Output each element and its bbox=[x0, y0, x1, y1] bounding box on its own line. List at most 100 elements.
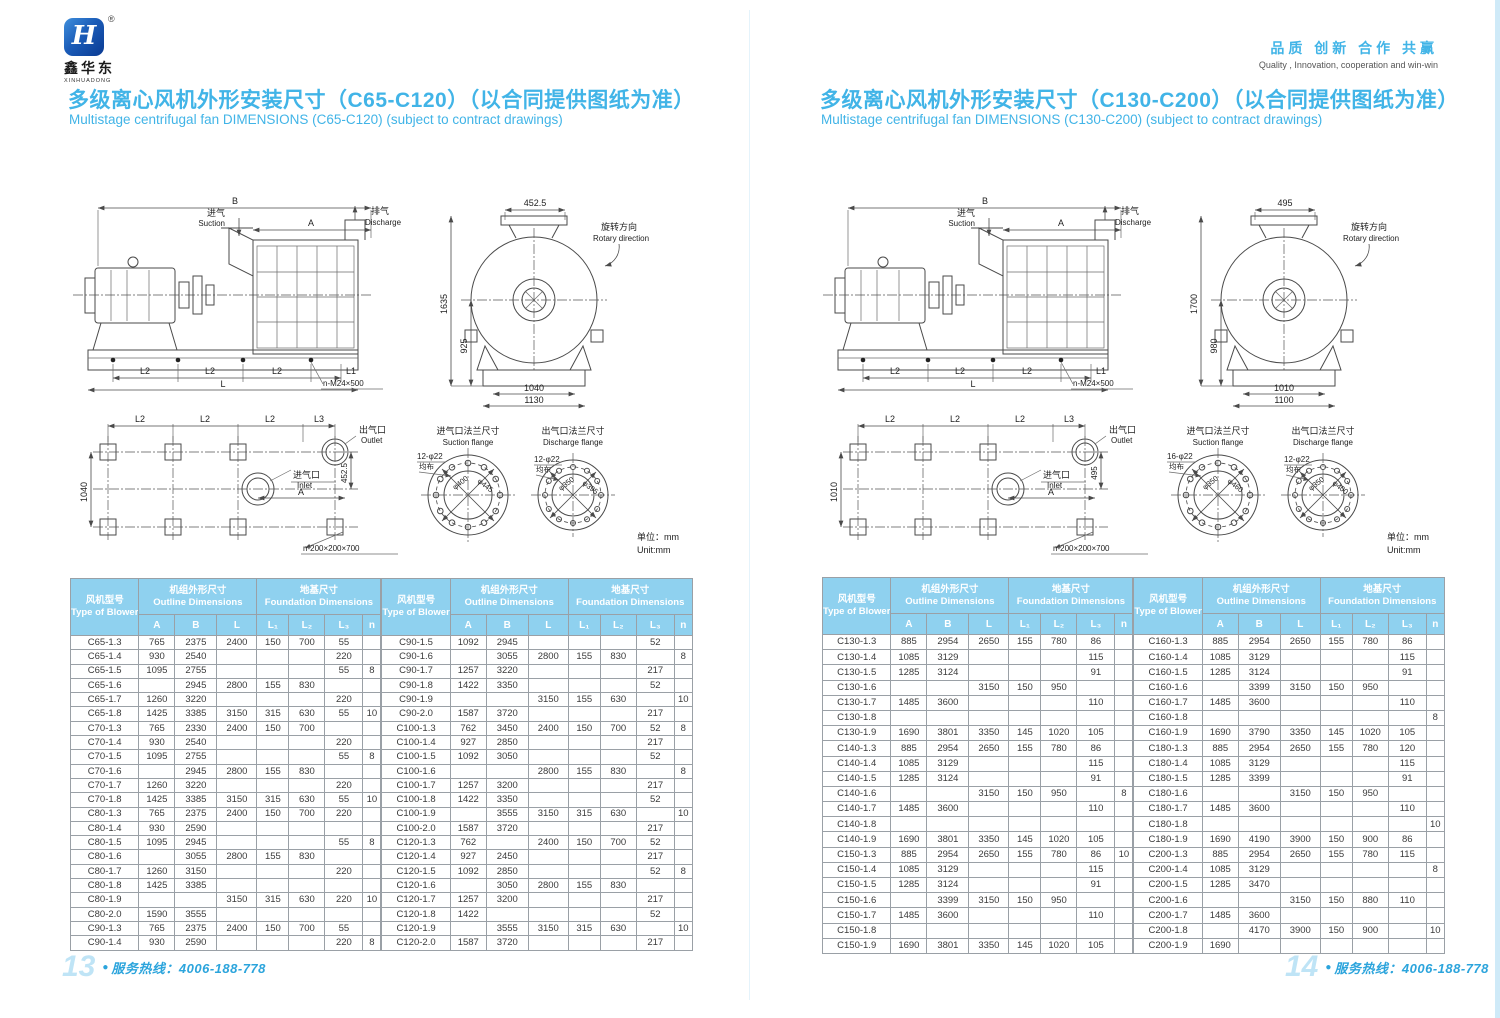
table-cell: C80-1.8 bbox=[69, 878, 140, 894]
table-cell: C200-1.8 bbox=[1133, 922, 1203, 939]
table-cell bbox=[1114, 861, 1134, 879]
table-cell: 3555 bbox=[174, 906, 218, 922]
table-cell bbox=[1114, 694, 1134, 711]
page-footer: 13 ● 服务热线：4006-188-778 bbox=[62, 952, 266, 982]
table-cell: 3790 bbox=[1237, 725, 1281, 742]
table-cell: 3600 bbox=[926, 907, 970, 924]
table-cell: 150 bbox=[256, 720, 290, 737]
table-cell bbox=[1319, 861, 1353, 879]
table-cell bbox=[527, 849, 569, 865]
table-cell: 3350 bbox=[968, 725, 1010, 742]
table-cell: 2540 bbox=[174, 735, 218, 751]
table-cell: 315 bbox=[256, 892, 290, 908]
table-cell: 120 bbox=[1387, 740, 1427, 757]
table-cell: 900 bbox=[1351, 922, 1389, 939]
table-cell bbox=[449, 806, 487, 822]
table-cell: 150 bbox=[1319, 679, 1353, 696]
table-cell bbox=[449, 763, 487, 779]
table-cell bbox=[256, 663, 290, 679]
table-cell: 1092 bbox=[449, 749, 487, 765]
table-cell: 3124 bbox=[926, 664, 970, 681]
table-cell: 630 bbox=[288, 792, 326, 808]
table-cell bbox=[1351, 755, 1389, 772]
table-cell bbox=[1319, 907, 1353, 924]
table-cell: 2850 bbox=[485, 735, 529, 751]
table-cell bbox=[527, 634, 569, 651]
table-cell: 86 bbox=[1387, 831, 1427, 848]
table-cell: 1587 bbox=[449, 820, 487, 837]
table-cell: 2850 bbox=[485, 863, 529, 880]
table-cell bbox=[1076, 892, 1116, 909]
table-cell bbox=[362, 677, 382, 694]
table-cell: 3399 bbox=[1237, 770, 1281, 787]
table-cell: C70-1.8 bbox=[69, 792, 140, 808]
table-cell: 55 bbox=[324, 835, 364, 851]
table-cell bbox=[288, 663, 326, 679]
table-cell: 217 bbox=[635, 735, 675, 751]
logo-mark-icon: H bbox=[64, 18, 104, 56]
table-cell: 2540 bbox=[174, 649, 218, 665]
table-cell bbox=[1279, 876, 1321, 894]
table-cell: 1485 bbox=[1201, 801, 1239, 818]
table-cell bbox=[527, 820, 569, 837]
table-cell bbox=[1114, 831, 1134, 848]
table-cell: 2650 bbox=[1279, 740, 1321, 757]
table-cell: 91 bbox=[1387, 664, 1427, 681]
table-cell bbox=[362, 720, 382, 737]
table-cell bbox=[288, 878, 326, 894]
table-cell bbox=[1351, 801, 1389, 818]
table-cell bbox=[968, 649, 1010, 666]
table-cell: 1690 bbox=[890, 831, 928, 848]
table-cell: 780 bbox=[1040, 633, 1078, 651]
table-cell: 1085 bbox=[890, 755, 928, 772]
dim-label: 452.5 bbox=[340, 462, 349, 483]
table-cell: 700 bbox=[599, 720, 637, 737]
table-cell bbox=[567, 792, 601, 808]
table-cell bbox=[599, 663, 637, 679]
table-cell bbox=[288, 735, 326, 751]
table-cell: 3450 bbox=[485, 720, 529, 737]
table-cell: 4170 bbox=[1237, 922, 1281, 939]
table-cell: 2590 bbox=[174, 820, 218, 837]
table-cell bbox=[1319, 649, 1353, 666]
table-cell bbox=[1076, 816, 1116, 833]
table-cell: 1285 bbox=[890, 770, 928, 787]
table-cell bbox=[1351, 709, 1389, 727]
table-cell: 1285 bbox=[1201, 664, 1239, 681]
table-cell: 2945 bbox=[485, 634, 529, 651]
table-cell: 3350 bbox=[485, 792, 529, 808]
table-cell: 315 bbox=[256, 792, 290, 808]
table-cell bbox=[890, 892, 928, 909]
table-row: C140-1.8 bbox=[821, 816, 1134, 833]
col-header-2: L bbox=[527, 614, 569, 636]
col-header-0: A bbox=[890, 613, 928, 635]
table-cell bbox=[599, 749, 637, 765]
table-cell: C130-1.5 bbox=[821, 664, 892, 681]
table-cell: C80-1.5 bbox=[69, 835, 140, 851]
table-cell: 52 bbox=[635, 792, 675, 808]
inlet-label-zh: 进气口 bbox=[293, 469, 320, 480]
table-cell: 1425 bbox=[138, 706, 176, 722]
table-cell bbox=[324, 677, 364, 694]
table-cell: 2400 bbox=[527, 835, 569, 851]
table-cell: C90-1.9 bbox=[381, 692, 451, 708]
table-cell: 91 bbox=[1076, 770, 1116, 787]
table-cell: C200-1.3 bbox=[1133, 846, 1203, 863]
table-cell bbox=[288, 935, 326, 951]
table-cell: 3150 bbox=[968, 679, 1010, 696]
unit-note-en: Unit:mm bbox=[1387, 545, 1421, 555]
table-cell: 3399 bbox=[1237, 679, 1281, 696]
table-cell: C70-1.4 bbox=[69, 735, 140, 751]
